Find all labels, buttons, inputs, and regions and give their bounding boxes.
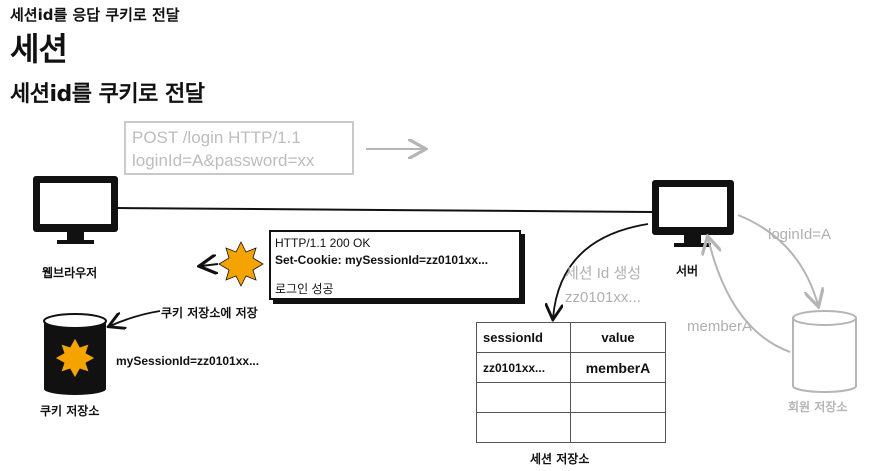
- table-cell: [476, 382, 571, 413]
- member-a-label: memberA: [687, 318, 753, 335]
- login-id-arrow: [737, 214, 818, 305]
- table-row: [476, 412, 666, 443]
- http-response-box: HTTP/1.1 200 OK Set-Cookie: mySessionId=…: [269, 230, 521, 300]
- connection-line: [117, 207, 653, 213]
- server-monitor-icon: [652, 180, 734, 247]
- browser-label: 웹브라우저: [42, 266, 98, 280]
- session-create-arrow: [553, 223, 649, 318]
- response-line-2: Set-Cookie: mySessionId=zz0101xx...: [275, 253, 489, 267]
- member-store-label: 회원 저장소: [788, 400, 848, 414]
- column-header-value: value: [570, 322, 666, 353]
- session-generate-line-2: zz0101xx...: [565, 289, 641, 306]
- table-cell: [570, 382, 666, 413]
- table-cell: [570, 412, 666, 443]
- table-header-row: sessionId value: [476, 322, 666, 353]
- slide-title: 세션: [10, 30, 68, 68]
- table-cell: memberA: [570, 352, 666, 383]
- response-line-1: HTTP/1.1 200 OK: [275, 236, 371, 250]
- table-row: zz0101xx... memberA: [476, 352, 666, 383]
- login-id-label: loginId=A: [768, 226, 831, 243]
- http-request-box: POST /login HTTP/1.1 loginId=A&password=…: [124, 121, 354, 175]
- slide-subtitle: 세션id를 쿠키로 전달: [10, 82, 205, 107]
- stored-cookie-sun-icon: [54, 337, 96, 379]
- session-store-table: sessionId value zz0101xx... memberA: [476, 322, 666, 443]
- cookie-store-label: 쿠키 저장소: [40, 404, 100, 418]
- request-line-2: loginId=A&password=xx: [132, 151, 315, 170]
- table-cell: zz0101xx...: [476, 352, 571, 383]
- slide-caption: 세션id를 응답 쿠키로 전달: [10, 6, 180, 24]
- session-generate-text: 세션 Id 생성 zz0101xx...: [565, 262, 641, 310]
- column-header-session-id: sessionId: [476, 322, 571, 353]
- cookie-value-text: mySessionId=zz0101xx...: [116, 354, 260, 368]
- save-cookie-arrow: [110, 310, 161, 326]
- cookie-sun-icon: [218, 241, 264, 287]
- request-line-1: POST /login HTTP/1.1: [132, 128, 301, 147]
- table-row: [476, 382, 666, 413]
- member-return-arrow: [708, 238, 791, 353]
- table-cell: [476, 412, 571, 443]
- session-generate-line-1: 세션 Id 생성: [565, 265, 642, 282]
- response-spacer: [275, 269, 515, 281]
- browser-monitor-icon: [33, 176, 118, 244]
- response-line-3: 로그인 성공: [275, 282, 334, 296]
- server-label: 서버: [676, 264, 699, 278]
- save-to-cookie-label: 쿠키 저장소에 저장: [161, 306, 258, 320]
- session-store-label: 세션 저장소: [530, 452, 590, 466]
- member-store-cylinder-icon: [792, 310, 857, 393]
- response-arrow: [201, 264, 219, 266]
